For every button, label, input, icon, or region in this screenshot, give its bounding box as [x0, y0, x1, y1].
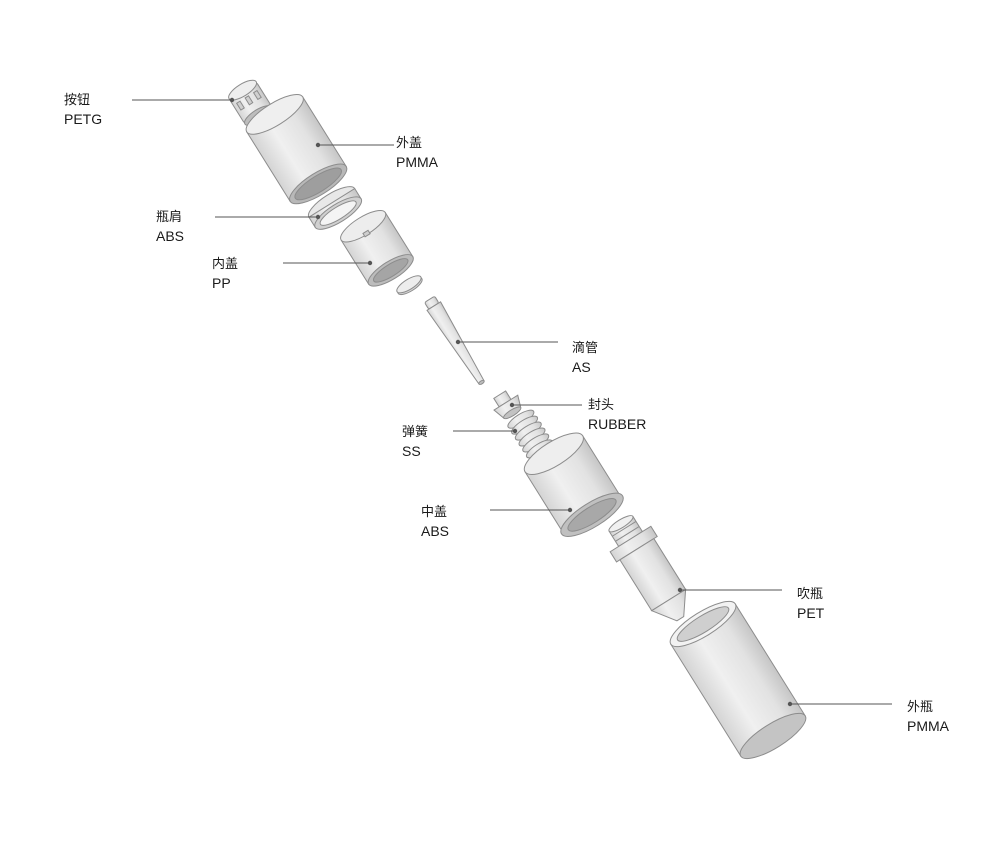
part-material: PMMA — [396, 154, 438, 170]
part-name: 外瓶 — [907, 700, 934, 715]
part-material: PET — [797, 605, 825, 621]
middle-cap-part — [523, 432, 624, 537]
label-blow-bottle: 吹瓶 PET — [797, 585, 824, 623]
label-seal-head: 封头 RUBBER — [588, 396, 646, 434]
part-name: 吹瓶 — [797, 587, 824, 602]
part-name: 外盖 — [396, 136, 423, 151]
part-name: 按钮 — [64, 93, 91, 108]
part-material: ABS — [421, 523, 450, 539]
label-button: 按钮 PETG — [64, 91, 102, 129]
part-material: ABS — [156, 228, 185, 244]
part-name: 瓶肩 — [156, 210, 183, 225]
part-name: 滴管 — [572, 341, 599, 356]
leader-lines — [132, 97, 892, 707]
seal-head-part — [493, 390, 522, 420]
part-material: AS — [572, 359, 591, 375]
part-material: SS — [402, 443, 421, 459]
outer-bottle-part — [669, 600, 807, 760]
part-name: 内盖 — [212, 257, 239, 272]
label-middle-cap: 中盖 ABS — [421, 503, 449, 541]
blow-bottle-part — [608, 515, 687, 622]
outer-cap-part — [245, 94, 348, 205]
part-name: 弹簧 — [402, 425, 429, 440]
shoulder-part — [307, 186, 363, 230]
dropper-tube-part — [424, 296, 485, 385]
part-name: 封头 — [588, 398, 615, 413]
part-material: PP — [212, 275, 231, 291]
part-material: RUBBER — [588, 416, 647, 432]
label-outer-cap: 外盖 PMMA — [396, 134, 438, 172]
inner-cap-part — [340, 210, 423, 296]
part-name: 中盖 — [421, 505, 448, 520]
label-shoulder: 瓶肩 ABS — [156, 208, 184, 246]
part-material: PMMA — [907, 718, 949, 734]
label-spring: 弹簧 SS — [402, 423, 428, 461]
label-outer-bottle: 外瓶 PMMA — [907, 698, 949, 736]
label-inner-cap: 内盖 PP — [212, 255, 238, 293]
label-dropper-tube: 滴管 AS — [572, 339, 598, 377]
part-material: PETG — [64, 111, 103, 127]
